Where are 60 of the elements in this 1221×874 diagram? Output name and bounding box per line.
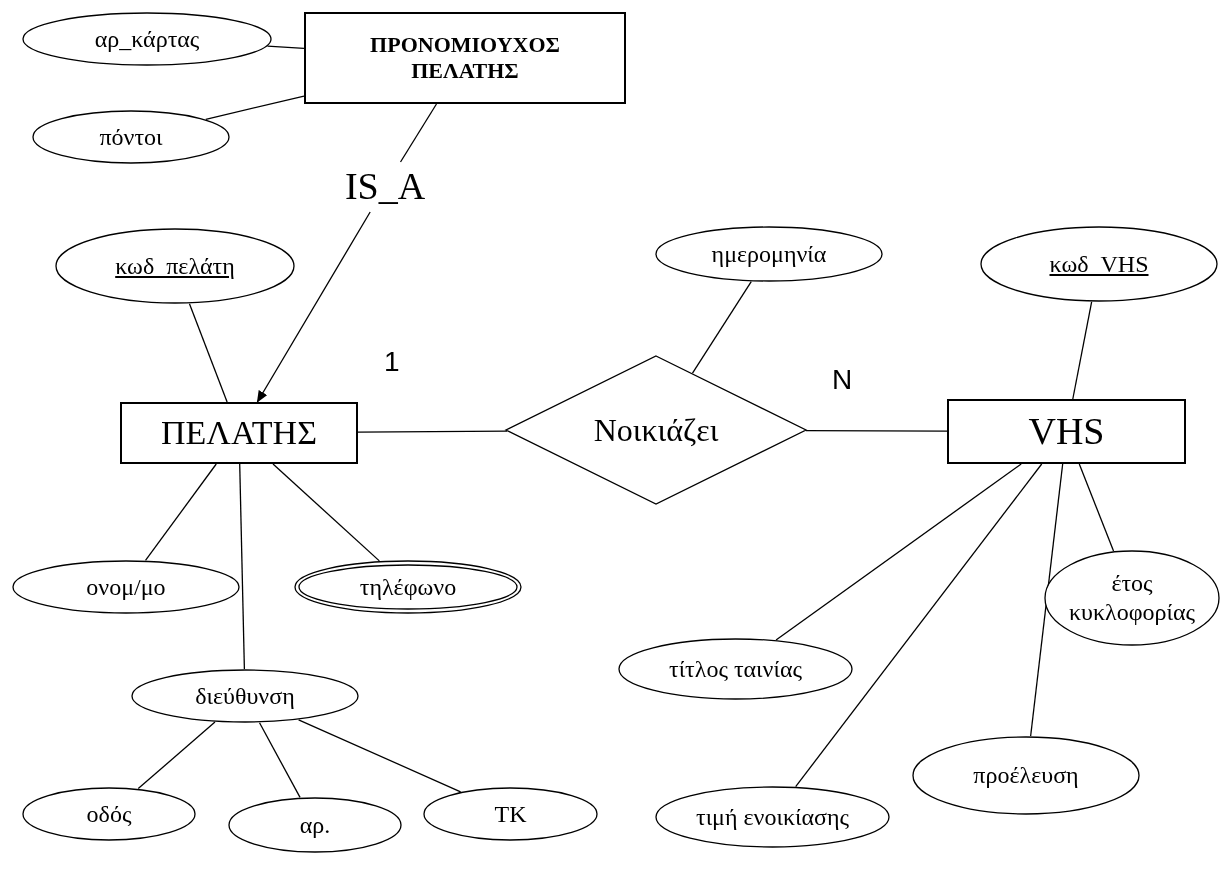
connector-line — [795, 463, 1043, 788]
entity-box — [947, 399, 1186, 464]
node-text: Νοικιάζει — [592, 410, 720, 450]
attribute-ellipse — [32, 110, 230, 164]
connector-line — [775, 463, 1022, 641]
node-text: διεύθυνση — [194, 681, 296, 711]
node-text: ΠΕΛΑΤΗΣ — [160, 412, 318, 453]
subclass-entity-box — [304, 12, 626, 104]
node-text: πόντοι — [98, 122, 164, 152]
node-text: ημερομηνία — [710, 239, 828, 269]
node-text: ονομ/μο — [85, 572, 167, 602]
attribute-ellipse — [22, 787, 196, 841]
attribute-ellipse — [1044, 550, 1220, 646]
attribute-ellipse — [12, 560, 240, 614]
node-text: αρ. — [298, 810, 332, 840]
entity-box — [120, 402, 358, 464]
node-text: κωδ_πελάτη — [114, 251, 236, 281]
cardinality-label: 1 — [384, 348, 400, 376]
node-text: ΤΚ — [493, 799, 528, 829]
multivalued-attribute-ellipse — [294, 560, 522, 614]
node-text: VHS — [1027, 408, 1106, 454]
arrow — [256, 211, 371, 403]
connector-line — [1072, 301, 1093, 400]
connector-line — [239, 463, 246, 670]
connector-line — [297, 719, 462, 793]
node-text: ΠΡΟΝΟΜΙΟΥΧΟΣ ΠΕΛΑΤΗΣ — [369, 31, 561, 85]
attribute-ellipse — [655, 226, 883, 282]
attribute-ellipse — [618, 638, 853, 700]
attribute-ellipse — [655, 786, 890, 848]
node-text: αρ_κάρτας — [93, 24, 201, 54]
node-text: τίτλος ταινίας — [668, 654, 803, 684]
attribute-ellipse — [423, 787, 598, 841]
connector-line — [144, 463, 217, 562]
node-text: προέλευση — [972, 761, 1080, 790]
key-attribute-ellipse — [980, 226, 1218, 302]
attribute-ellipse — [131, 669, 359, 723]
node-text: έτος κυκλοφορίας — [1067, 569, 1197, 627]
connector-line — [266, 45, 305, 50]
connector-line — [188, 303, 228, 403]
attribute-ellipse — [912, 736, 1140, 815]
connector-line — [272, 463, 380, 562]
cardinality-label: N — [832, 366, 853, 394]
node-text: τηλέφωνο — [358, 572, 458, 602]
attribute-ellipse — [228, 797, 402, 853]
connector-line — [137, 721, 216, 790]
node-text: κωδ_VHS — [1048, 249, 1150, 279]
connector-line — [805, 429, 948, 432]
connector-line — [691, 281, 752, 374]
connector-line — [399, 103, 438, 163]
node-text: οδός — [85, 799, 133, 829]
connector-line — [1030, 463, 1064, 737]
relationship-label: IS_A — [330, 162, 440, 212]
attribute-ellipse — [22, 12, 272, 66]
connector-line — [357, 430, 508, 433]
node-text: τιμή ενοικίασης — [695, 802, 850, 832]
connector-line — [258, 722, 301, 799]
connector-line — [205, 95, 305, 120]
key-attribute-ellipse — [55, 228, 295, 304]
relationship-diamond — [505, 355, 807, 505]
connector-line — [1078, 463, 1115, 552]
